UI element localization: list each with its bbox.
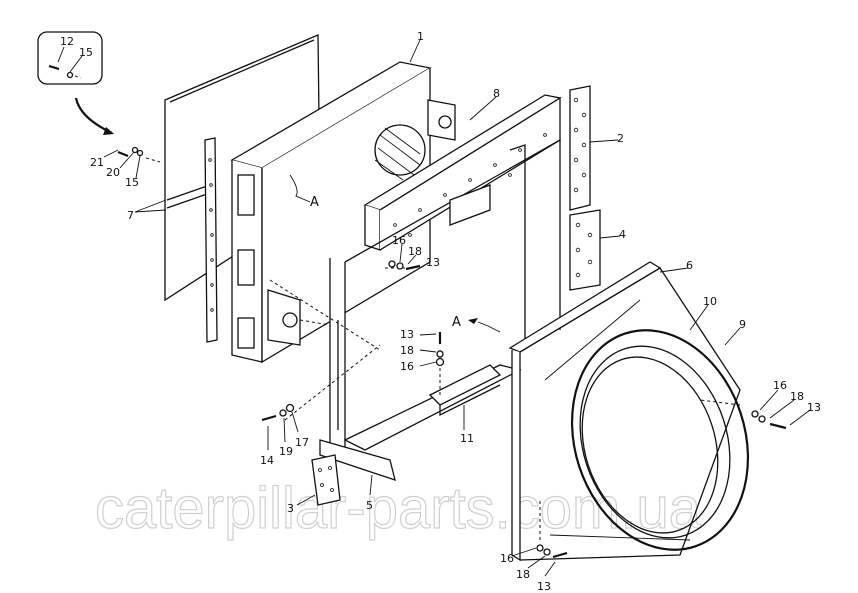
- callout-15: 15: [125, 176, 139, 189]
- callout-16-upper: 16: [392, 234, 406, 247]
- corner-bracket: [311, 454, 341, 506]
- view-marker-a: A: [310, 195, 319, 210]
- callout-10: 10: [703, 295, 717, 308]
- view-marker-a-2: A: [452, 315, 461, 330]
- callout-3: 3: [287, 502, 294, 515]
- callout-16-right: 16: [773, 379, 787, 392]
- callout-16-bottom: 16: [500, 552, 514, 565]
- inset-detail: [37, 31, 114, 135]
- callout-14: 14: [260, 454, 274, 467]
- callout-19: 19: [279, 445, 293, 458]
- mounting-frame: [319, 94, 562, 481]
- callout-labels: 12 15 21 20 15 7 1 8 2 4 6 10 9 16 18 13…: [60, 30, 821, 593]
- callout-13-upper: 13: [426, 256, 440, 269]
- callout-18-mid: 18: [400, 344, 414, 357]
- callout-18-right: 18: [790, 390, 804, 403]
- radiator-core: [230, 61, 456, 364]
- perforated-strip: [204, 137, 218, 343]
- callout-18-upper: 18: [408, 245, 422, 258]
- callout-4: 4: [619, 228, 626, 241]
- fan-shroud: [508, 261, 741, 562]
- callout-13-bottom: 13: [537, 580, 551, 593]
- callout-18-bottom: 18: [516, 568, 530, 581]
- callout-16-mid: 16: [400, 360, 414, 373]
- callout-12: 12: [60, 35, 74, 48]
- callout-21: 21: [90, 156, 104, 169]
- side-bracket-lower: [569, 209, 601, 291]
- side-bracket-upper: [569, 85, 591, 211]
- callout-1: 1: [417, 30, 424, 43]
- callout-13-mid: 13: [400, 328, 414, 341]
- callout-15-inset: 15: [79, 46, 93, 59]
- fan-ring: [570, 329, 750, 551]
- callout-2: 2: [617, 132, 624, 145]
- callout-11: 11: [460, 432, 474, 445]
- callout-6: 6: [686, 259, 693, 272]
- callout-9: 9: [739, 318, 746, 331]
- callout-5: 5: [366, 499, 373, 512]
- callout-8: 8: [493, 87, 500, 100]
- callout-13-right: 13: [807, 401, 821, 414]
- callout-20: 20: [106, 166, 120, 179]
- callout-17: 17: [295, 436, 309, 449]
- callout-7: 7: [127, 209, 134, 222]
